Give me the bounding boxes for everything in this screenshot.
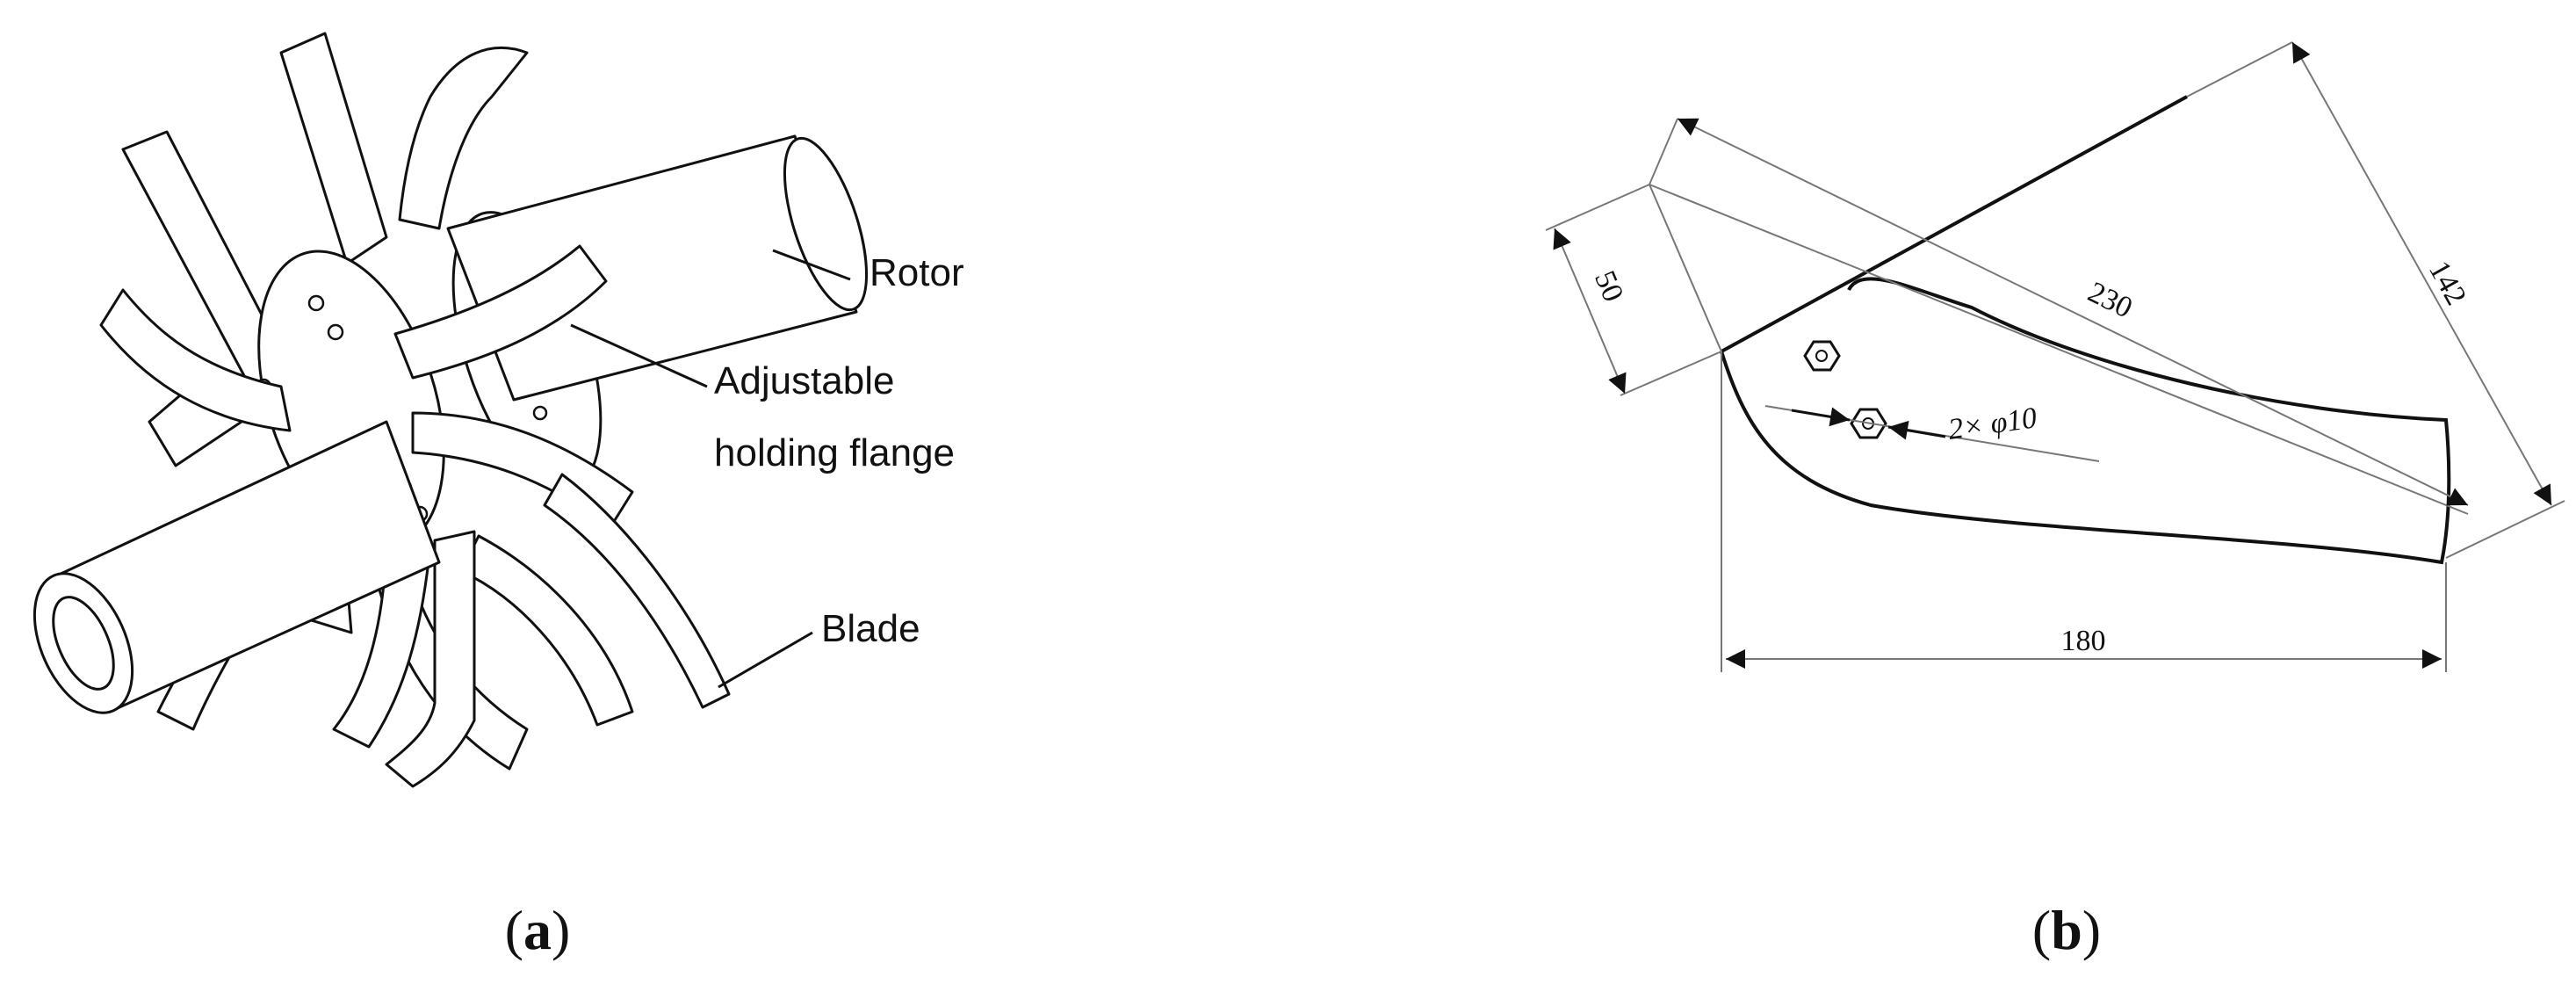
- panel-label-b: (b): [2032, 899, 2101, 961]
- hole-dimension: 2× φ10: [1946, 402, 2038, 446]
- blade-outline: [1720, 277, 2451, 565]
- rotor-shaft-left: [32, 420, 441, 714]
- rotor-callout: Rotor: [869, 251, 964, 294]
- hole-dim-arrow-left: [1791, 407, 1851, 427]
- bolt-hole: [327, 323, 344, 341]
- flange-callout-line-2: holding flange: [714, 431, 955, 474]
- blade: [543, 473, 731, 709]
- blade: [393, 244, 608, 380]
- base-dimension: 180: [2061, 625, 2106, 657]
- flange-callout-line-1: Adjustable: [714, 359, 894, 402]
- ext-line: [2186, 41, 2293, 98]
- width-dimension-line: [1553, 228, 1627, 395]
- blade: [99, 288, 292, 432]
- ext-line: [1545, 184, 1650, 231]
- height-dimension-line: [2291, 41, 2552, 506]
- ext-line: [2445, 500, 2565, 559]
- blade-leader-line: [718, 631, 813, 689]
- width-dimension: 50: [1588, 266, 1629, 307]
- height-dimension: 142: [2422, 256, 2472, 311]
- shaft-end: [783, 136, 869, 312]
- rotor-leader-line: [772, 249, 851, 281]
- hole-1: [1815, 350, 1828, 362]
- blade-dimension-drawing: 2× φ10 230 142 50 180 (b): [1545, 41, 2565, 961]
- length-dimension: 230: [2082, 276, 2137, 325]
- blade: [332, 525, 432, 749]
- ext-line: [1620, 351, 1722, 396]
- length-ref-line: [1649, 184, 2469, 515]
- flange-leader-line: [570, 323, 708, 388]
- blade: [398, 46, 529, 230]
- blade: [385, 530, 476, 788]
- blade: [279, 32, 388, 265]
- hole-dim-arrow-right: [1887, 420, 1946, 440]
- ext-line: [1649, 118, 1678, 185]
- shaft-bore: [52, 596, 115, 691]
- rotor-assembly-drawing: Rotor Adjustable holding flange Blade (a…: [32, 32, 964, 961]
- blade: [459, 534, 634, 727]
- bolt-hole: [307, 294, 325, 312]
- blade-callout: Blade: [821, 607, 920, 650]
- bolt-hole: [532, 405, 548, 421]
- panel-label-a: (a): [505, 899, 571, 961]
